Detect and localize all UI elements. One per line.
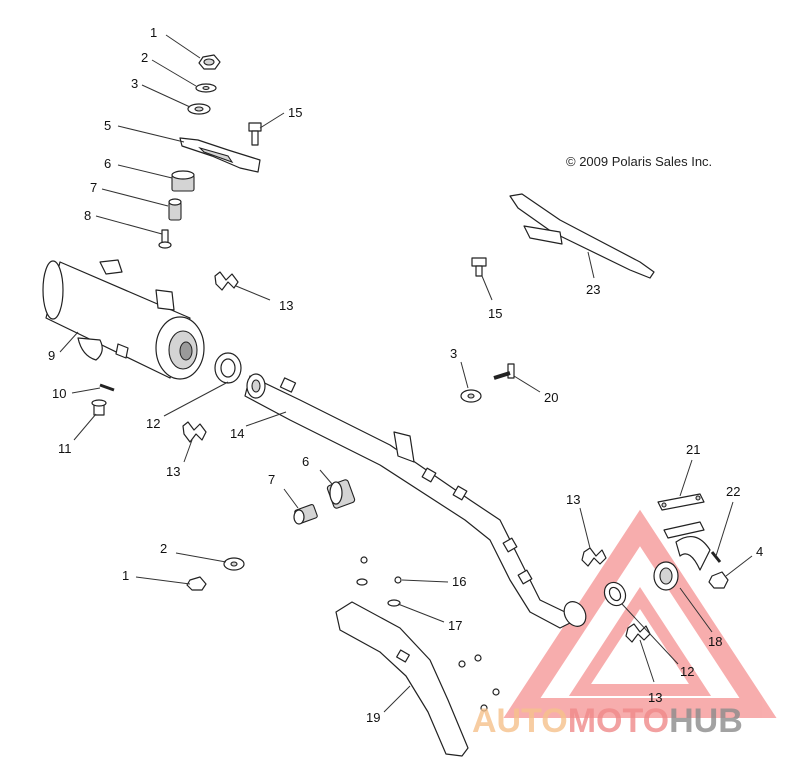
washer-part-2-lower — [223, 557, 245, 571]
heat-shield-part-19 — [335, 601, 500, 757]
callout-15-top: 15 — [288, 105, 302, 120]
callout-13-lower: 13 — [166, 464, 180, 479]
callout-8: 8 — [84, 208, 91, 223]
callout-18: 18 — [708, 634, 722, 649]
washer-part-3 — [187, 103, 211, 115]
watermark-word-auto: AUTO — [472, 702, 568, 740]
bolt-part-15-right — [471, 257, 487, 277]
callout-16: 16 — [452, 574, 466, 589]
leader-lines — [59, 34, 753, 713]
head-pipe-part-14 — [244, 373, 587, 629]
watermark-word-hub: HUB — [669, 702, 743, 740]
callout-1-lower: 1 — [122, 568, 129, 583]
gasket-part-12-lower — [603, 581, 627, 607]
nut-part-1 — [198, 54, 221, 70]
callout-13-bottom: 13 — [648, 690, 662, 705]
bolt-part-20 — [493, 363, 515, 380]
bolt-part-15-top — [248, 122, 262, 146]
callout-1: 1 — [150, 25, 157, 40]
sleeve-part-7 — [168, 198, 182, 221]
grommet-part-6 — [171, 170, 195, 192]
bracket-part-5 — [179, 137, 261, 173]
callout-22: 22 — [726, 484, 740, 499]
washer-part-3-middle — [460, 389, 482, 403]
nut-part-4 — [708, 571, 729, 589]
callout-21: 21 — [686, 442, 700, 457]
washer-part-2 — [195, 83, 217, 93]
callout-3-middle: 3 — [450, 346, 457, 361]
sleeve-part-7-middle — [293, 504, 318, 525]
spring-part-13-bottom — [625, 623, 651, 643]
callout-3: 3 — [131, 76, 138, 91]
callout-7: 7 — [90, 180, 97, 195]
grommet-part-6-middle — [326, 479, 356, 509]
callout-10: 10 — [52, 386, 66, 401]
stud-part-11 — [91, 399, 107, 416]
spring-part-13-upper — [214, 271, 239, 291]
callout-19: 19 — [366, 710, 380, 725]
callout-13-upper: 13 — [279, 298, 293, 313]
spring-part-13-right — [581, 547, 607, 567]
callout-6-middle: 6 — [302, 454, 309, 469]
callout-4: 4 — [756, 544, 763, 559]
callout-labels: 1 2 3 5 15 6 7 8 9 13 10 11 12 13 14 23 … — [48, 25, 763, 725]
callout-17: 17 — [448, 618, 462, 633]
callout-11: 11 — [58, 441, 72, 456]
callout-12-lower: 12 — [680, 664, 694, 679]
gasket-part-12-upper — [214, 352, 242, 384]
screw-part-8 — [158, 229, 172, 249]
callout-20: 20 — [544, 390, 558, 405]
watermark-wordmark: AUTOMOTOHUB — [472, 702, 743, 740]
callout-6: 6 — [104, 156, 111, 171]
fasteners-part-16 — [356, 556, 402, 586]
callout-15-right: 15 — [488, 306, 502, 321]
gasket-part-21 — [657, 493, 705, 511]
callout-23: 23 — [586, 282, 600, 297]
svg-text:AUTOMOTOHUB: AUTOMOTOHUB — [472, 702, 743, 740]
callout-9: 9 — [48, 348, 55, 363]
callout-14: 14 — [230, 426, 244, 441]
nut-part-1-lower — [186, 576, 207, 591]
callout-5: 5 — [104, 118, 111, 133]
copyright-notice: © 2009 Polaris Sales Inc. — [566, 154, 712, 169]
stud-part-22 — [710, 551, 722, 563]
callout-13-right: 13 — [566, 492, 580, 507]
callout-7-middle: 7 — [268, 472, 275, 487]
callout-2: 2 — [141, 50, 148, 65]
muffler-part-9 — [42, 259, 205, 380]
callout-2-lower: 2 — [160, 541, 167, 556]
watermark-word-moto: MOTO — [568, 702, 669, 740]
spring-part-13-lower — [182, 421, 207, 443]
flange-part-18 — [653, 521, 711, 591]
heat-shield-part-23 — [509, 193, 655, 279]
callout-12-upper: 12 — [146, 416, 160, 431]
pin-part-10 — [99, 383, 115, 392]
washer-part-17 — [387, 599, 401, 607]
